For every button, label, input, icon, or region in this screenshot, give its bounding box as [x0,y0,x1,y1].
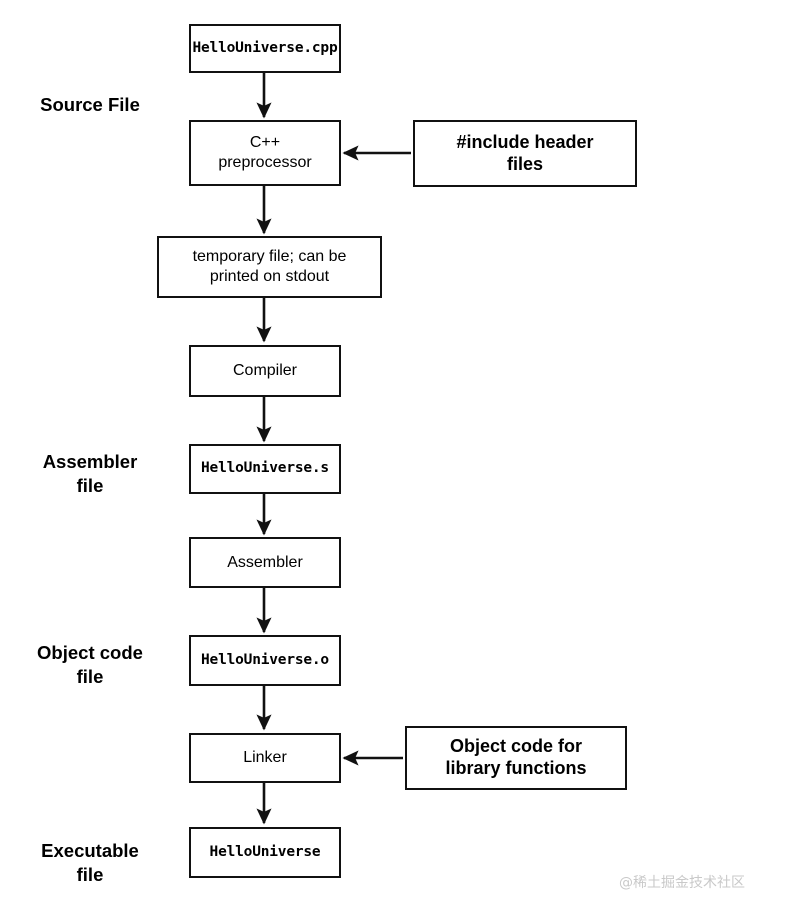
node-hellouniverse-s[interactable]: HelloUniverse.s [189,444,341,494]
node-assembler[interactable]: Assembler [189,537,341,588]
node-object-code-library[interactable]: Object code for library functions [405,726,627,790]
node-label: printed on stdout [209,268,330,285]
node-hellouniverse-o[interactable]: HelloUniverse.o [189,635,341,686]
stage-label-source-file: Source File [30,93,150,117]
node-label: Assembler [227,553,303,571]
node-label: files [506,153,544,174]
stage-label-assembler-file: Assembler file [30,450,150,498]
node-cpp-preprocessor[interactable]: C++ preprocessor [189,120,341,186]
node-label: HelloUniverse.s [201,460,329,477]
stage-label-executable-file: Executable file [24,839,156,887]
node-label: library functions [445,758,587,778]
stage-label-line: Executable [41,840,139,861]
node-label: #include header [456,131,594,152]
node-label: Linker [243,749,287,767]
stage-label-line: file [76,864,104,886]
node-hellouniverse-cpp[interactable]: HelloUniverse.cpp [189,24,341,73]
node-label: Object code for [449,736,583,757]
node-label: preprocessor [218,154,312,171]
stage-label-line: Assembler [42,451,138,472]
stage-label-line: Object code [37,642,143,663]
node-hellouniverse-exe[interactable]: HelloUniverse [189,827,341,878]
node-label: Compiler [232,362,297,380]
stage-label-line: Source File [40,94,140,115]
node-include-header-files[interactable]: #include header files [413,120,637,187]
watermark: @稀土掘金技术社区 [619,875,745,891]
stage-label-line: file [76,475,104,497]
node-label: C++ [249,134,281,152]
node-linker[interactable]: Linker [189,733,341,783]
node-compiler[interactable]: Compiler [189,345,341,397]
node-label: HelloUniverse.cpp [192,39,338,56]
node-label: temporary file; can be [192,248,347,266]
stage-label-line: file [76,666,104,688]
node-temporary-file[interactable]: temporary file; can be printed on stdout [157,236,382,298]
node-label: HelloUniverse.o [201,651,329,668]
stage-label-object-code-file: Object code file [24,641,156,689]
node-label: HelloUniverse [209,843,321,860]
